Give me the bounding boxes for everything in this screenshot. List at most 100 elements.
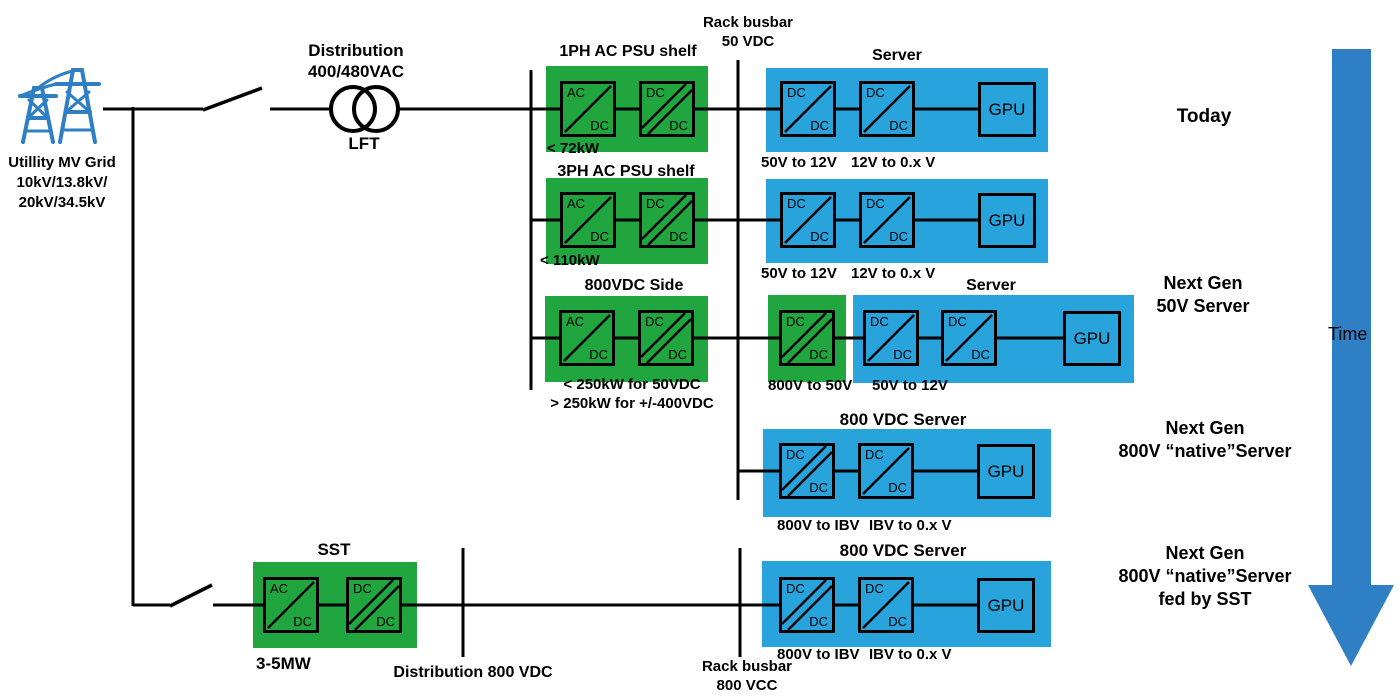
double-diagonal-icon — [349, 580, 399, 630]
dcdc-converter: DC DC — [780, 81, 836, 137]
double-diagonal-icon — [782, 313, 832, 363]
double-diagonal-icon — [642, 195, 692, 245]
converter-input-label: DC — [787, 196, 806, 211]
dcdc-converter: DC DC — [858, 577, 914, 633]
single-diagonal-icon — [867, 314, 915, 362]
converter-input-label: DC — [786, 581, 805, 596]
sst-disconnect-switch — [169, 583, 213, 608]
gpu-box: GPU — [978, 193, 1036, 248]
row2-stage1-label: 50V to 12V — [761, 265, 837, 282]
sst-rating: 3-5MW — [256, 654, 311, 673]
single-diagonal-icon — [863, 85, 911, 133]
gpu-box: GPU — [978, 82, 1036, 137]
dcdc-converter: DC DC — [858, 443, 914, 499]
single-diagonal-icon — [862, 581, 910, 629]
shelf3-rating1: < 250kW for 50VDC — [563, 376, 701, 393]
double-diagonal-icon — [782, 580, 832, 630]
single-diagonal-icon — [945, 314, 993, 362]
converter-output-label: DC — [810, 118, 829, 133]
converter-input-label: DC — [786, 314, 805, 329]
converter-output-label: DC — [590, 118, 609, 133]
dcdc-converter: DC DC — [941, 310, 997, 366]
single-diagonal-icon — [564, 85, 612, 133]
row5-stage1-label: 800V to IBV — [777, 646, 860, 663]
rack-busbar-50-line1: Rack busbar — [702, 14, 794, 31]
timeline-gen800sst-line1: Next Gen — [1165, 543, 1245, 563]
converter-input-label: DC — [948, 314, 967, 329]
server5-title: 800 VDC Server — [839, 541, 967, 560]
double-diagonal-icon — [642, 84, 692, 134]
gpu-label: GPU — [988, 210, 1026, 230]
distribution-ac-label: Distribution 400/480VAC — [308, 40, 404, 82]
gpu-box: GPU — [1063, 311, 1121, 366]
single-diagonal-icon — [863, 196, 911, 244]
double-diagonal-icon — [782, 446, 832, 496]
converter-output-label: DC — [809, 347, 828, 362]
row2-stage2-label: 12V to 0.x V — [851, 265, 936, 282]
row3-converter-label: 800V to 50V — [768, 377, 853, 394]
rack-busbar-50-line2: 50 VDC — [721, 33, 775, 50]
converter-output-label: DC — [889, 118, 908, 133]
shelf3-title: 800VDC Side — [584, 277, 684, 294]
sst-title: SST — [317, 540, 351, 559]
timeline-gen800sst-label: Next Gen 800V “native”Server fed by SST — [1118, 542, 1291, 611]
utility-grid-voltages-2: 20kV/34.5kV — [18, 194, 106, 211]
single-diagonal-icon — [784, 85, 832, 133]
single-diagonal-icon — [564, 196, 612, 244]
shelf1-title: 1PH AC PSU shelf — [559, 43, 697, 60]
rack-busbar-800-line1: Rack busbar — [701, 658, 793, 675]
row3-stage1-label: 50V to 12V — [872, 377, 948, 394]
gpu-label: GPU — [988, 99, 1026, 119]
distribution-ac-line1: Distribution — [308, 41, 404, 60]
single-diagonal-icon — [862, 447, 910, 495]
converter-input-label: DC — [865, 447, 884, 462]
gpu-box: GPU — [977, 578, 1035, 633]
converter-output-label: DC — [376, 614, 395, 629]
mv-disconnect-switch — [202, 86, 263, 112]
converter-input-label: AC — [270, 581, 289, 596]
timeline-gen800-line2: 800V “native”Server — [1118, 441, 1292, 461]
utility-grid-label: Utillity MV Grid 10kV/13.8kV/ 20kV/34.5k… — [8, 153, 116, 213]
row1-stage2-label: 12V to 0.x V — [851, 154, 936, 171]
converter-output-label: DC — [810, 229, 829, 244]
converter-input-label: AC — [567, 85, 586, 100]
acdc-converter: AC DC — [560, 81, 616, 137]
converter-output-label: DC — [668, 347, 687, 362]
rack-busbar-800-line2: 800 VCC — [716, 677, 778, 694]
single-diagonal-icon — [563, 314, 611, 362]
timeline-gen800-line1: Next Gen — [1165, 418, 1245, 438]
gpu-label: GPU — [987, 461, 1025, 481]
shelf2-rating: < 110kW — [540, 252, 600, 269]
converter-output-label: DC — [669, 118, 688, 133]
converter-output-label: DC — [589, 347, 608, 362]
dcdc-isolated-converter: DC DC — [639, 81, 695, 137]
acdc-converter: AC DC — [559, 310, 615, 366]
lft-label: LFT — [348, 134, 380, 153]
converter-output-label: DC — [590, 229, 609, 244]
timeline-today-label: Today — [1176, 106, 1232, 127]
dcdc-isolated-converter: DC DC — [639, 192, 695, 248]
timeline-gen50-line2: 50V Server — [1156, 296, 1250, 316]
rack-busbar-50-label: Rack busbar 50 VDC — [703, 13, 793, 51]
converter-input-label: DC — [866, 196, 885, 211]
timeline-gen50-line1: Next Gen — [1163, 273, 1243, 293]
rack-busbar-800-label: Rack busbar 800 VCC — [702, 657, 792, 695]
dcdc-isolated-converter: DC DC — [779, 577, 835, 633]
converter-input-label: DC — [870, 314, 889, 329]
shelf3-rating2: > 250kW for +/-400VDC — [550, 395, 714, 412]
dcdc-isolated-converter: DC DC — [346, 577, 402, 633]
converter-output-label: DC — [971, 347, 990, 362]
server3-title: Server — [966, 277, 1016, 294]
time-arrow — [1308, 49, 1394, 666]
converter-input-label: DC — [786, 447, 805, 462]
shelf1-rating: < 72kW — [547, 140, 600, 157]
converter-output-label: DC — [889, 229, 908, 244]
dcdc-converter: DC DC — [780, 192, 836, 248]
acdc-converter: AC DC — [263, 577, 319, 633]
shelf2-title: 3PH AC PSU shelf — [557, 163, 695, 180]
converter-input-label: DC — [646, 196, 665, 211]
acdc-converter: AC DC — [560, 192, 616, 248]
row5-stage2-label: IBV to 0.x V — [869, 646, 952, 663]
converter-input-label: AC — [566, 314, 585, 329]
